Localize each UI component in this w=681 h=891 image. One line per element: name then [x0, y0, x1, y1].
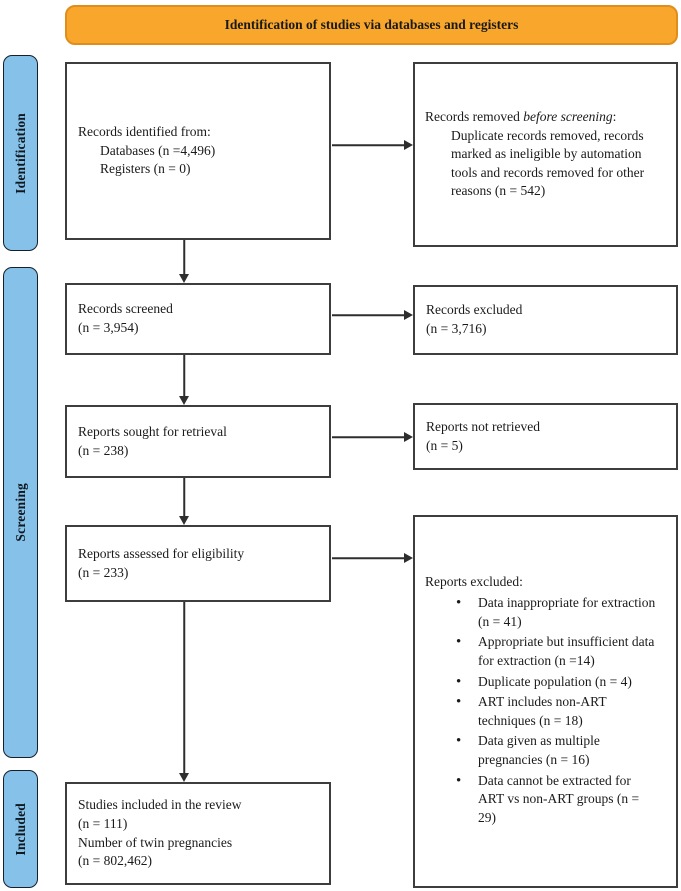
studies-included-line3: Number of twin pregnancies	[78, 834, 233, 850]
arrowhead-down-icon	[179, 396, 189, 405]
records-excluded-line1: Records excluded	[426, 302, 523, 318]
records-removed-prefix: Records removed	[425, 108, 524, 124]
arrowhead-right-icon	[404, 140, 413, 150]
reports-sought-line2: (n = 238)	[78, 442, 129, 458]
banner-title: Identification of studies via databases …	[224, 17, 519, 32]
arrow-identified-to-screened	[178, 240, 190, 283]
records-screened-line1: Records screened	[78, 301, 173, 317]
reports-sought-line1: Reports sought for retrieval	[78, 423, 227, 439]
records-identified-line3: Registers (n = 0)	[100, 161, 191, 177]
reports-excluded-title: Reports excluded:	[425, 574, 523, 590]
phase-label-screening: Screening	[12, 483, 28, 542]
arrow-line	[183, 355, 185, 397]
records-removed-heading: Records removed before screening:	[425, 108, 670, 127]
arrowhead-right-icon	[404, 310, 413, 320]
arrow-line	[183, 240, 185, 275]
arrow-identified-to-removed	[332, 139, 413, 151]
arrowhead-down-icon	[179, 516, 189, 525]
box-studies-included: Studies included in the review (n = 111)…	[65, 782, 331, 885]
arrowhead-right-icon	[404, 432, 413, 442]
records-removed-detail: Duplicate records removed, records marke…	[451, 127, 645, 199]
reports-assessed-line1: Reports assessed for eligibility	[78, 545, 245, 561]
arrow-line	[332, 557, 405, 559]
arrowhead-down-icon	[179, 274, 189, 283]
arrow-line	[183, 478, 185, 517]
records-identified-line2: Databases (n =4,496)	[100, 142, 216, 158]
records-removed-italic: before screening	[523, 108, 613, 124]
arrowhead-right-icon	[404, 553, 413, 563]
reports-excluded-item: Duplicate population (n = 4)	[425, 672, 668, 692]
phase-label-included: Included	[12, 802, 28, 856]
reports-excluded-item: Appropriate but insufficient data for ex…	[425, 632, 668, 670]
reports-excluded-item: Data inappropriate for extraction (n = 4…	[425, 593, 668, 631]
reports-excluded-item: ART includes non-ART techniques (n = 18)	[425, 692, 668, 730]
box-reports-sought: Reports sought for retrieval (n = 238)	[65, 405, 331, 478]
arrow-sought-to-not-retrieved	[332, 431, 413, 443]
reports-not-retrieved-line2: (n = 5)	[426, 437, 463, 453]
box-records-excluded: Records excluded (n = 3,716)	[413, 285, 678, 355]
arrow-screened-to-excluded	[332, 309, 413, 321]
records-removed-suffix: :	[612, 108, 617, 124]
records-screened-line2: (n = 3,954)	[78, 320, 139, 335]
box-records-removed: Records removed before screening: Duplic…	[413, 62, 678, 247]
banner: Identification of studies via databases …	[65, 5, 678, 45]
arrow-line	[332, 314, 405, 316]
phase-bar-screening: Screening	[3, 267, 38, 758]
reports-assessed-line2: (n = 233)	[78, 564, 129, 580]
reports-excluded-item: Data cannot be extracted for ART vs non-…	[425, 771, 668, 828]
arrow-sought-to-assessed	[178, 478, 190, 525]
box-records-identified: Records identified from: Databases (n =4…	[65, 62, 331, 240]
arrow-line	[332, 144, 405, 146]
box-reports-assessed: Reports assessed for eligibility (n = 23…	[65, 525, 331, 602]
arrowhead-down-icon	[179, 773, 189, 782]
studies-included-line1: Studies included in the review	[78, 797, 242, 813]
records-identified-line1: Records identified from:	[78, 124, 211, 140]
arrow-assessed-to-reports-excluded	[332, 552, 413, 564]
box-reports-excluded: Reports excluded: Data inappropriate for…	[413, 515, 678, 888]
phase-label-identification: Identification	[12, 112, 28, 194]
records-excluded-line2: (n = 3,716)	[426, 321, 487, 336]
arrow-line	[183, 602, 185, 774]
phase-bar-included: Included	[3, 770, 38, 888]
arrow-assessed-to-included	[178, 602, 190, 782]
arrow-line	[332, 436, 405, 438]
box-records-screened: Records screened (n = 3,954)	[65, 283, 331, 355]
reports-excluded-list: Data inappropriate for extraction (n = 4…	[425, 593, 668, 830]
studies-included-line2: (n = 111)	[78, 815, 128, 831]
arrow-screened-to-sought	[178, 355, 190, 405]
studies-included-line4: (n = 802,462)	[78, 853, 152, 869]
phase-bar-identification: Identification	[3, 55, 38, 251]
box-reports-not-retrieved: Reports not retrieved (n = 5)	[413, 403, 678, 470]
reports-excluded-item: Data given as multiple pregnancies (n = …	[425, 731, 668, 769]
reports-not-retrieved-line1: Reports not retrieved	[426, 418, 540, 434]
